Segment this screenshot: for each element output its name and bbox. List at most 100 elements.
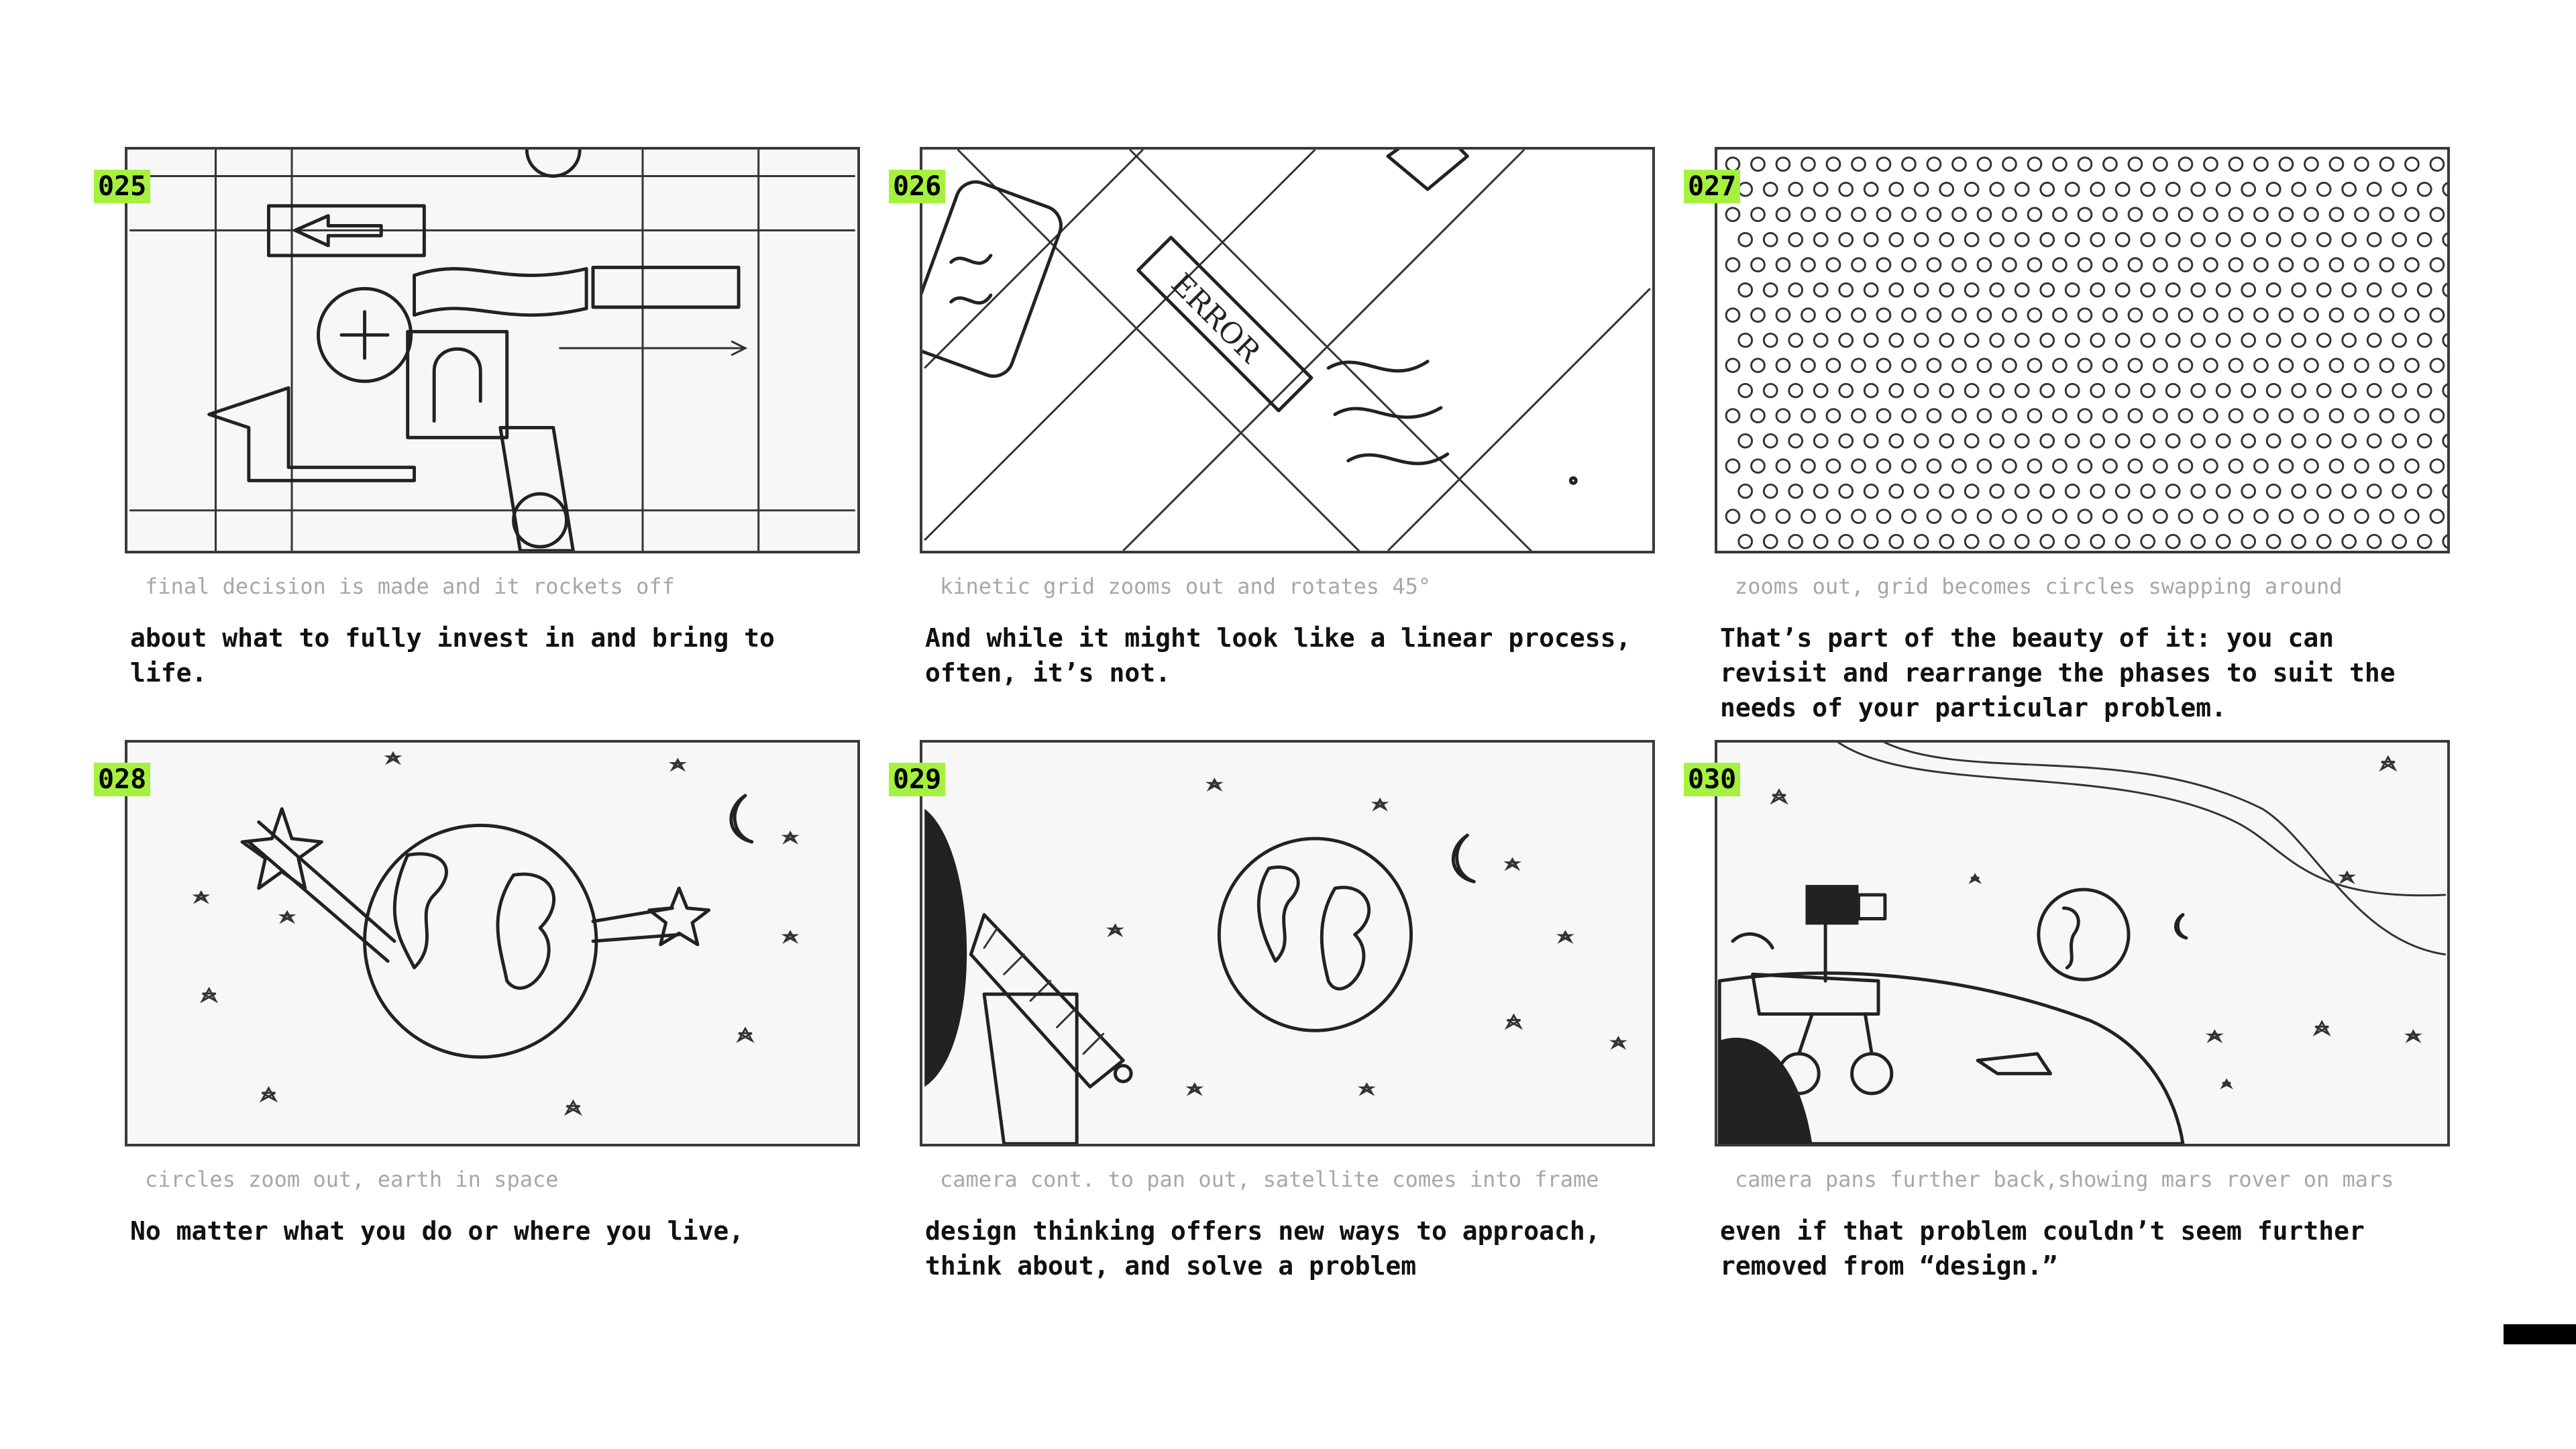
pattern-circle bbox=[2077, 358, 2093, 374]
pattern-circle bbox=[2404, 408, 2420, 424]
pattern-circle bbox=[2278, 307, 2294, 323]
pattern-circle bbox=[1876, 408, 1892, 424]
voiceover-caption: And while it might look like a linear pr… bbox=[925, 623, 1631, 688]
sketch-frame bbox=[125, 147, 860, 553]
pattern-circle bbox=[2002, 307, 2017, 323]
pattern-circle bbox=[2265, 332, 2282, 348]
pattern-circle bbox=[2153, 207, 2168, 223]
pattern-circle bbox=[2064, 231, 2080, 248]
voiceover-caption: about what to fully invest in and bring … bbox=[130, 623, 775, 688]
pattern-circle bbox=[1737, 231, 1754, 248]
pattern-circle bbox=[2416, 181, 2432, 197]
pattern-circle bbox=[1901, 458, 1917, 474]
pattern-circle bbox=[2253, 207, 2269, 223]
pattern-circle bbox=[1838, 282, 1854, 298]
pattern-circle bbox=[1888, 181, 1904, 197]
pattern-circle bbox=[2304, 257, 2319, 273]
pattern-circle bbox=[2165, 483, 2181, 499]
pattern-circle bbox=[2341, 483, 2357, 499]
pattern-circle bbox=[1939, 282, 1955, 298]
pattern-circle bbox=[2027, 408, 2043, 424]
pattern-circle bbox=[2442, 534, 2447, 549]
sketch-frame: ERROR bbox=[920, 147, 1655, 553]
pattern-circle bbox=[2291, 483, 2307, 499]
pattern-circle bbox=[1725, 508, 1741, 525]
pattern-circle bbox=[2077, 257, 2093, 273]
voiceover-caption: design thinking offers new ways to appro… bbox=[925, 1216, 1601, 1281]
pattern-circle bbox=[1951, 307, 1967, 323]
pattern-circle bbox=[1976, 257, 1992, 273]
pattern-circle bbox=[2278, 508, 2294, 525]
pattern-circle bbox=[2077, 408, 2093, 424]
pattern-circle bbox=[1939, 332, 1955, 348]
pattern-circle bbox=[2228, 156, 2244, 172]
pattern-circle bbox=[2442, 333, 2447, 347]
pattern-circle bbox=[2002, 358, 2017, 374]
pattern-circle bbox=[2278, 207, 2294, 223]
pattern-circle bbox=[2027, 508, 2043, 525]
direction-note: zooms out, grid becomes circles swapping… bbox=[1735, 574, 2343, 599]
pattern-circle bbox=[1989, 533, 2005, 549]
pattern-circle bbox=[2064, 332, 2080, 348]
pattern-circle bbox=[2165, 433, 2181, 449]
pattern-circle bbox=[2341, 433, 2357, 449]
sketch-frame bbox=[125, 740, 860, 1146]
pattern-circle bbox=[1951, 207, 1967, 223]
pattern-circle bbox=[2265, 282, 2282, 298]
pattern-circle bbox=[2316, 382, 2332, 398]
pattern-circle bbox=[2153, 257, 2168, 273]
sketch-frame bbox=[1715, 147, 2450, 553]
pattern-circle bbox=[1901, 307, 1917, 323]
pattern-circle bbox=[2392, 483, 2408, 499]
pattern-circle bbox=[2429, 156, 2445, 172]
pattern-circle bbox=[2052, 358, 2068, 374]
pattern-circle bbox=[1725, 458, 1741, 474]
pattern-circle bbox=[2241, 533, 2257, 549]
pattern-circle bbox=[1976, 508, 1992, 525]
pattern-circle bbox=[2140, 533, 2156, 549]
pattern-circle bbox=[1913, 483, 1929, 499]
pattern-circle bbox=[1901, 508, 1917, 525]
pattern-circle bbox=[2153, 358, 2168, 374]
pattern-circle bbox=[1838, 433, 1854, 449]
pattern-circle bbox=[2039, 433, 2055, 449]
pattern-circle bbox=[1750, 408, 1766, 424]
pattern-circle bbox=[2215, 231, 2231, 248]
pattern-circle bbox=[2241, 231, 2257, 248]
pattern-circle bbox=[2102, 508, 2118, 525]
pattern-circle bbox=[1813, 231, 1829, 248]
pattern-circle bbox=[1913, 382, 1929, 398]
pattern-circle bbox=[1976, 358, 1992, 374]
pattern-circle bbox=[1825, 508, 1841, 525]
pattern-circle bbox=[2014, 282, 2030, 298]
pattern-circle bbox=[1838, 533, 1854, 549]
pattern-circle bbox=[2354, 358, 2369, 374]
pattern-circle bbox=[1775, 207, 1791, 223]
pattern-circle bbox=[1863, 181, 1879, 197]
pattern-circle bbox=[2429, 508, 2445, 525]
pattern-circle bbox=[2228, 207, 2244, 223]
pattern-circle bbox=[1913, 332, 1929, 348]
pattern-circle bbox=[1725, 408, 1741, 424]
page-marker bbox=[2504, 1324, 2576, 1344]
pattern-circle bbox=[2090, 483, 2106, 499]
earth-icon bbox=[1217, 837, 1413, 1032]
pattern-circle bbox=[2014, 483, 2030, 499]
pattern-circle bbox=[2165, 332, 2181, 348]
pattern-circle bbox=[1838, 382, 1854, 398]
pattern-circle bbox=[2304, 408, 2319, 424]
satellite-sketch bbox=[924, 777, 1627, 1144]
pattern-circle bbox=[2090, 382, 2106, 398]
pattern-circle bbox=[2316, 231, 2332, 248]
pattern-circle bbox=[2416, 231, 2432, 248]
pattern-circle bbox=[2366, 282, 2382, 298]
pattern-circle bbox=[2241, 181, 2257, 197]
pattern-circle bbox=[2052, 156, 2068, 172]
pattern-circle bbox=[2077, 156, 2093, 172]
pattern-circle bbox=[1813, 282, 1829, 298]
pattern-circle bbox=[2404, 458, 2420, 474]
pattern-circle bbox=[1825, 257, 1841, 273]
pattern-circle bbox=[2002, 257, 2017, 273]
pattern-circle bbox=[2328, 257, 2345, 273]
pattern-circle bbox=[1888, 231, 1904, 248]
